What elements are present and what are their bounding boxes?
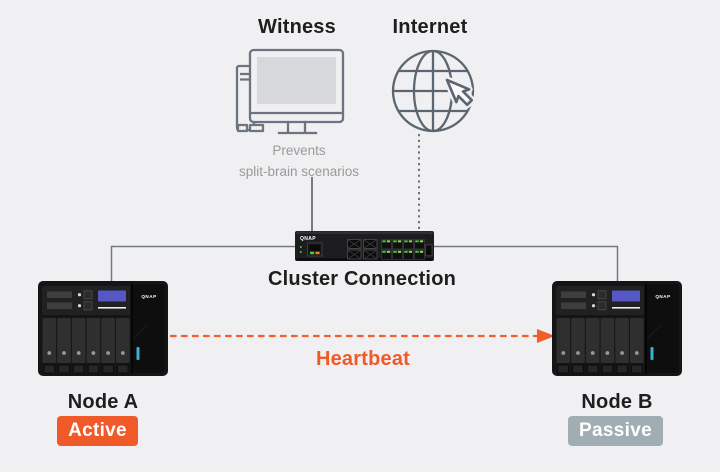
node-b-status-badge: Passive [568, 416, 663, 446]
node-a-status-badge: Active [57, 416, 138, 446]
cursor-arrow-icon [443, 76, 476, 109]
node-b-label: Node B [581, 391, 653, 413]
nas-drive-bays [42, 318, 130, 374]
node-a-to-switch-line [110, 245, 298, 283]
switch-led [299, 246, 302, 248]
node-a-nas-image: QNAP [38, 281, 168, 376]
heartbeat-label: Heartbeat [315, 348, 411, 370]
switch-led [299, 251, 302, 253]
nas-lcd-display [98, 290, 126, 302]
switch-sfp-ports [347, 239, 378, 260]
nas-drive-bays [556, 318, 644, 374]
nas-status-led [650, 347, 654, 360]
switch-rj45-ports [381, 239, 425, 260]
nas-lcd-display [612, 290, 640, 302]
globe-with-cursor-icon [391, 49, 476, 133]
nas-brand-logo: QNAP [141, 294, 156, 299]
switch-uplink-port [307, 242, 323, 257]
node-b-nas-image: QNAP [552, 281, 682, 376]
witness-caption-line1: Prevents [272, 143, 326, 158]
nas-brand-logo: QNAP [655, 294, 670, 299]
witness-label: Witness [258, 16, 336, 38]
switch-brand-logo: QNAP [300, 236, 316, 242]
internet-label: Internet [392, 16, 468, 38]
desktop-computer-icon [235, 48, 345, 135]
heartbeat-arrow [170, 329, 555, 343]
switch-console-port [425, 244, 433, 257]
node-b-to-switch-line [431, 245, 619, 283]
nas-status-led [136, 347, 140, 360]
cluster-connection-label: Cluster Connection [267, 268, 457, 290]
witness-caption: Prevents split-brain scenarios [239, 141, 359, 183]
witness-caption-line2: split-brain scenarios [238, 163, 360, 179]
node-a-label: Node A [67, 391, 139, 413]
network-switch-image: QNAP [295, 231, 434, 261]
